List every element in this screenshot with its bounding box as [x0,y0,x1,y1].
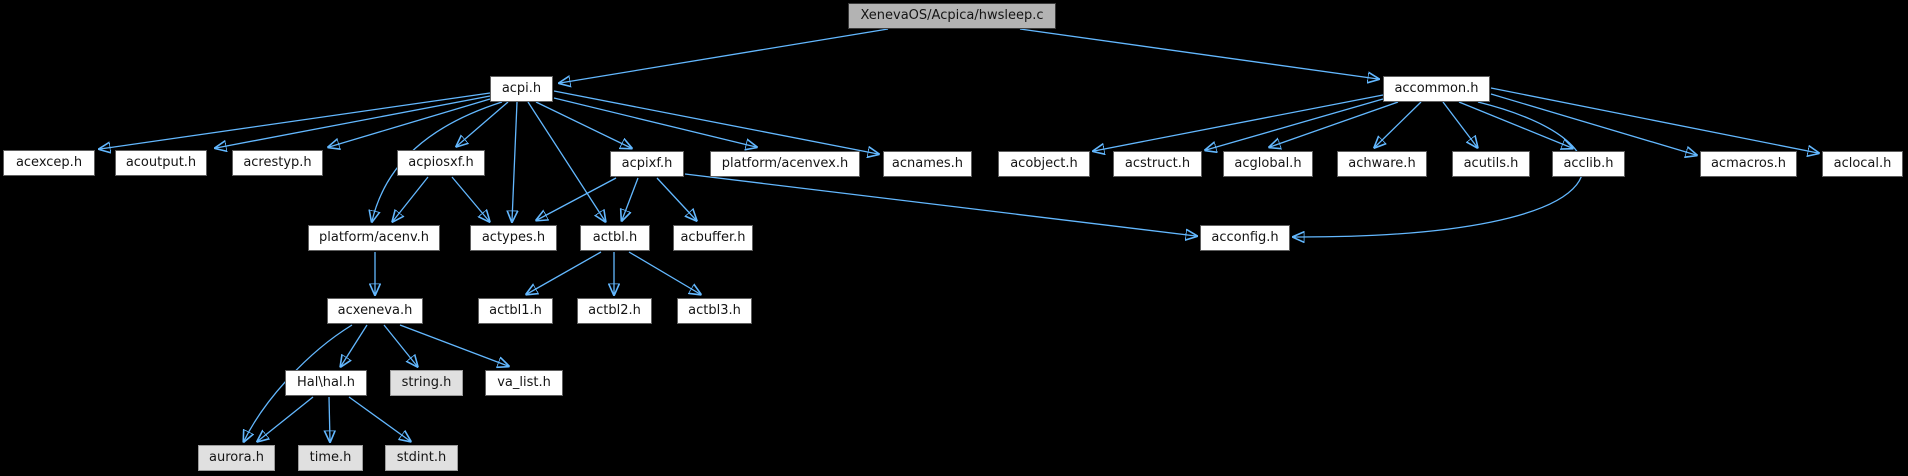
edge-halhal-aurora [258,396,314,441]
edge-acxeneva-string [383,324,417,366]
edge-acpixf-actypes [537,177,617,220]
graph-node-actbl-h[interactable]: actbl.h [580,225,650,251]
edge-acpi-acpiosxf [457,101,509,146]
graph-node-platform-acenv-h[interactable]: platform/acenv.h [308,225,440,251]
edge-accommon-acmacros [1490,93,1696,155]
graph-node-aclocal-h[interactable]: aclocal.h [1822,151,1903,177]
graph-node-time-h: time.h [298,445,363,471]
graph-node-acconfig-h[interactable]: acconfig.h [1200,225,1290,251]
edge-accommon-acobject [1094,94,1384,151]
edge-acpi-acenv [372,101,503,221]
graph-node-acnames-h[interactable]: acnames.h [883,151,972,177]
graph-node-actbl2-h[interactable]: actbl2.h [577,298,652,324]
edge-accommon-achware [1375,101,1422,147]
edge-hwsleep-acpi [560,28,889,83]
graph-node-achware-h[interactable]: achware.h [1337,151,1427,177]
graph-node-acbuffer-h[interactable]: acbuffer.h [673,225,753,251]
graph-node-acpi-h[interactable]: acpi.h [490,76,553,102]
graph-node-acpixf-h[interactable]: acpixf.h [610,151,684,177]
edge-actbl-actbl1 [527,251,602,294]
edge-accommon-acconfig [1294,101,1584,237]
graph-node-acglobal-h[interactable]: acglobal.h [1223,151,1313,177]
edge-acpi-actbl [527,101,605,221]
edge-acpi-acexcep [100,92,491,149]
edge-accommon-acglobal [1270,101,1399,147]
graph-node-acclib-h[interactable]: acclib.h [1552,151,1625,177]
edge-acpixf-actbl [622,177,639,220]
edge-halhal-stdint [348,396,410,441]
edge-acpi-acenvex [553,97,756,147]
edge-acpi-actypes [512,101,517,221]
graph-node-stdint-h: stdint.h [385,445,458,471]
graph-node-actbl3-h[interactable]: actbl3.h [677,298,752,324]
graph-node-acpiosxf-h[interactable]: acpiosxf.h [397,150,485,176]
graph-node-va-list-h[interactable]: va_list.h [485,370,563,396]
edge-actbl-actbl3 [628,251,700,294]
edge-accommon-aclocal [1490,87,1818,153]
graph-node-hal-hal-h[interactable]: Hal\hal.h [285,370,367,396]
graph-node-acoutput-h[interactable]: acoutput.h [115,150,207,176]
edge-acpi-acpixf [535,101,631,148]
edge-accommon-acclib [1458,101,1572,148]
graph-node-acxeneva-h[interactable]: acxeneva.h [327,298,423,324]
graph-node-aurora-h: aurora.h [198,445,275,471]
edge-acxeneva-valist [399,324,508,366]
edge-accommon-acstruct [1206,98,1384,150]
graph-node-acobject-h[interactable]: acobject.h [998,151,1090,177]
edge-acpi-acnames [553,90,878,154]
graph-node-actbl1-h[interactable]: actbl1.h [478,298,553,324]
edge-acpixf-acbuffer [656,177,696,220]
graph-node-hwsleep-c: XenevaOS/Acpica/hwsleep.c [848,3,1056,29]
edge-acpi-acoutput [216,95,491,148]
graph-node-acrestyp-h[interactable]: acrestyp.h [232,150,323,176]
edge-hwsleep-accommon [1019,28,1378,79]
edge-accommon-acutils [1442,101,1477,147]
edge-acxeneva-halhal [341,324,368,366]
graph-node-accommon-h[interactable]: accommon.h [1383,76,1490,102]
graph-node-acmacros-h[interactable]: acmacros.h [1700,151,1797,177]
graph-node-platform-acenvex-h[interactable]: platform/acenvex.h [710,151,860,177]
graph-node-string-h: string.h [390,370,463,396]
graph-node-acexcep-h[interactable]: acexcep.h [3,150,95,176]
graph-node-acstruct-h[interactable]: acstruct.h [1113,151,1202,177]
edge-acpixf-acconfig [684,173,1196,236]
edge-acpiosxf-acenv [393,176,429,221]
edge-acpiosxf-actypes [451,176,489,221]
edge-acpi-acrestyp [329,98,491,147]
graph-node-actypes-h[interactable]: actypes.h [470,225,557,251]
graph-node-acutils-h[interactable]: acutils.h [1452,151,1530,177]
edge-halhal-time [329,396,330,441]
